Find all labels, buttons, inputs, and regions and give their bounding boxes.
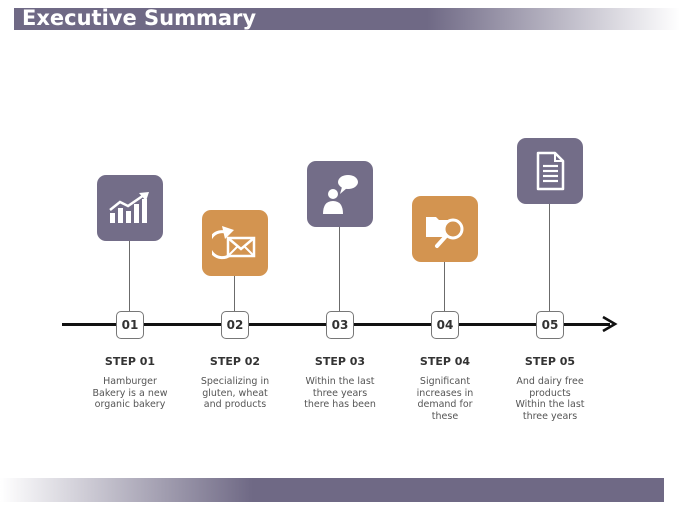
step-description-line: Within the last <box>305 376 375 387</box>
folder-search-icon <box>426 217 464 248</box>
connector-line <box>339 226 340 312</box>
footer-bar <box>0 478 664 502</box>
chart-growth-icon <box>109 192 149 223</box>
step-title: STEP 02 <box>209 355 261 368</box>
step-description-line: three years <box>312 387 368 399</box>
title-bar <box>14 8 680 30</box>
step-description-line: Significant <box>419 376 471 387</box>
step-title: STEP 03 <box>314 355 366 368</box>
mail-icon <box>212 226 256 260</box>
step-title: STEP 01 <box>104 355 156 368</box>
timeline-arrow-icon <box>602 315 618 333</box>
step-description-line: there has been <box>304 399 376 410</box>
step-description-line: increases in <box>416 387 474 399</box>
step-icon-box <box>307 161 373 227</box>
document-icon <box>536 151 565 191</box>
step-description-line: Within the last <box>515 399 585 410</box>
page-title: Executive Summary <box>22 6 257 30</box>
step-title: STEP 05 <box>524 355 576 368</box>
step-description: And dairy free products Within the last … <box>505 376 595 422</box>
step-title: STEP 04 <box>419 355 471 368</box>
step-number: 05 <box>536 311 564 339</box>
step-description-line: organic bakery <box>94 399 166 410</box>
step-number: 01 <box>116 311 144 339</box>
step-icon-box <box>517 138 583 204</box>
step-icon-box <box>202 210 268 276</box>
person-speech-icon <box>323 175 358 214</box>
connector-line <box>129 240 130 312</box>
step-description: Within the last three years there has be… <box>295 376 385 411</box>
step-description-line: demand for <box>417 399 473 410</box>
step-icon-box <box>97 175 163 241</box>
step-number: 03 <box>326 311 354 339</box>
step-description: Specializing in gluten, wheat and produc… <box>190 376 280 411</box>
step-number: 02 <box>221 311 249 339</box>
step-description: Hamburger Bakery is a new organic bakery <box>85 376 175 411</box>
step-description-line: Hamburger <box>103 376 157 387</box>
step-description: Significant increases in demand for thes… <box>400 376 490 422</box>
step-description-line: and products <box>203 399 267 410</box>
connector-line <box>234 274 235 312</box>
step-description-line: these <box>431 410 459 422</box>
step-number: 04 <box>431 311 459 339</box>
connector-line <box>444 261 445 312</box>
step-description-line: products <box>529 387 571 399</box>
step-description-line: Bakery is a new <box>92 387 168 399</box>
connector-line <box>549 203 550 312</box>
step-description-line: three years <box>522 410 578 422</box>
step-description-line: Specializing in <box>200 376 270 387</box>
step-description-line: And dairy free <box>516 376 584 387</box>
step-description-line: gluten, wheat <box>202 387 268 399</box>
step-icon-box <box>412 196 478 262</box>
